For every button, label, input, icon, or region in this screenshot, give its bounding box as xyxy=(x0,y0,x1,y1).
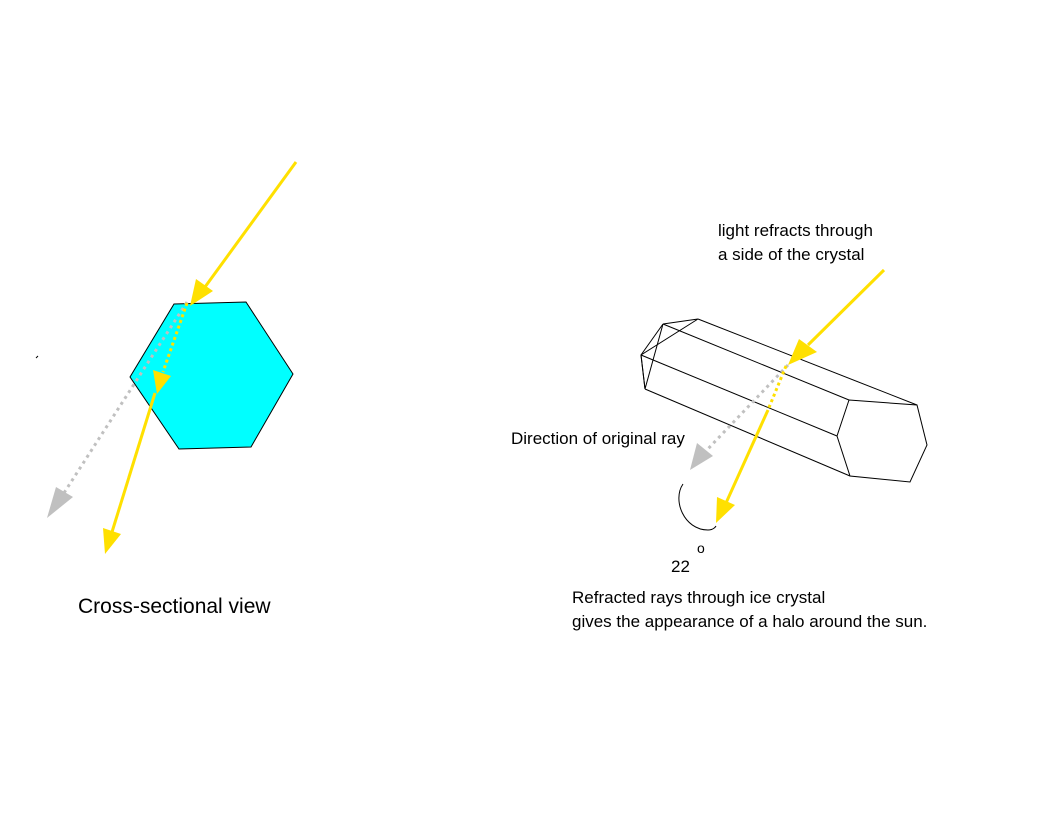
prism-edge-upper xyxy=(662,323,850,401)
prism-refracted-ray xyxy=(724,409,770,504)
prism-edge-bottom xyxy=(644,388,851,477)
exiting-light-ray xyxy=(110,392,157,533)
internal-ray-arrowhead xyxy=(153,370,171,394)
prism-edge-top xyxy=(697,318,918,406)
halo-caption-line2: gives the appearance of a halo around th… xyxy=(572,612,928,631)
prism-right-end xyxy=(836,399,928,483)
incoming-ray-arrowhead xyxy=(190,279,213,306)
prism-refracted-arrowhead xyxy=(716,497,735,523)
hexagon-cross-section xyxy=(129,301,294,450)
prism-internal-ray xyxy=(766,365,788,411)
refraction-label-line1: light refracts through xyxy=(718,221,873,240)
crystal-prism-figure xyxy=(640,268,928,531)
degree-mark: o xyxy=(697,540,705,556)
prism-incoming-arrowhead xyxy=(788,339,817,365)
angle-arc xyxy=(678,483,717,531)
prism-left-end xyxy=(640,318,699,390)
halo-caption-line1: Refracted rays through ice crystal xyxy=(572,588,826,607)
internal-ray xyxy=(161,302,189,373)
prism-edge-middle xyxy=(640,354,838,437)
original-ray-arrowhead xyxy=(47,487,73,518)
exiting-ray-arrowhead xyxy=(103,528,121,554)
cross-section-caption: Cross-sectional view xyxy=(78,595,271,618)
cross-section-figure xyxy=(35,161,298,554)
original-ray-direction xyxy=(703,363,790,454)
original-direction-arrowhead xyxy=(690,443,713,470)
incoming-light-ray xyxy=(203,161,298,288)
prism-incoming-ray xyxy=(806,268,886,347)
refraction-label-line2: a side of the crystal xyxy=(718,245,865,264)
stray-mark xyxy=(35,355,39,359)
angle-value: 22 xyxy=(671,557,690,576)
original-ray-label: Direction of original ray xyxy=(511,429,685,448)
